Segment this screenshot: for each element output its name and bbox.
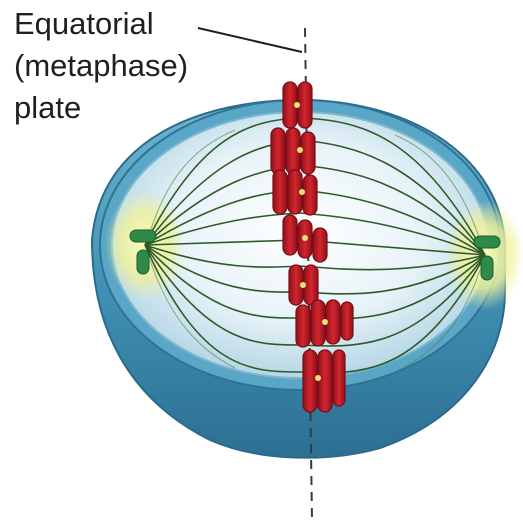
- label-line-equatorial: Equatorial: [14, 6, 154, 42]
- chromosome-3: [273, 170, 317, 215]
- chromosome-7: [303, 350, 345, 412]
- label-line-plate: plate: [14, 90, 81, 126]
- label-pointer-line: [198, 28, 302, 52]
- chromosome-2: [271, 128, 315, 174]
- label-line-metaphase: (metaphase): [14, 48, 188, 84]
